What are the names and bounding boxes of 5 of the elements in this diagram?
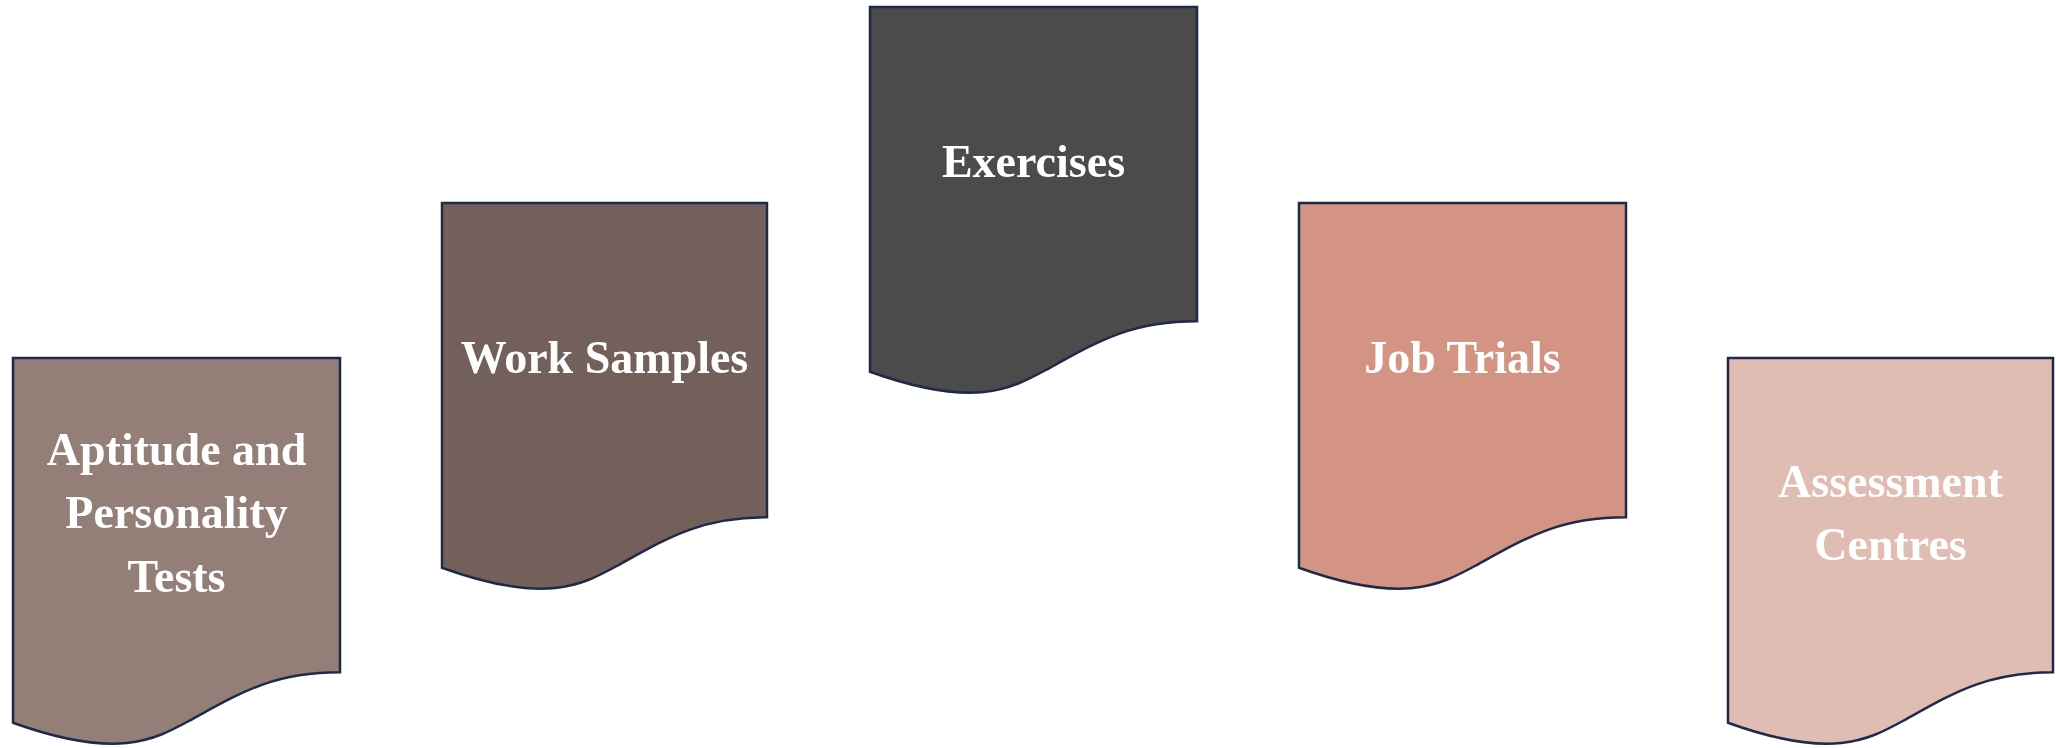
node-label: Assessment Centres	[1777, 454, 2004, 573]
node-label: Exercises	[940, 135, 1127, 190]
node-label: Work Samples	[459, 331, 750, 386]
node-label: Job Trials	[1363, 331, 1562, 386]
node-label: Aptitude and Personality Tests	[45, 423, 308, 604]
